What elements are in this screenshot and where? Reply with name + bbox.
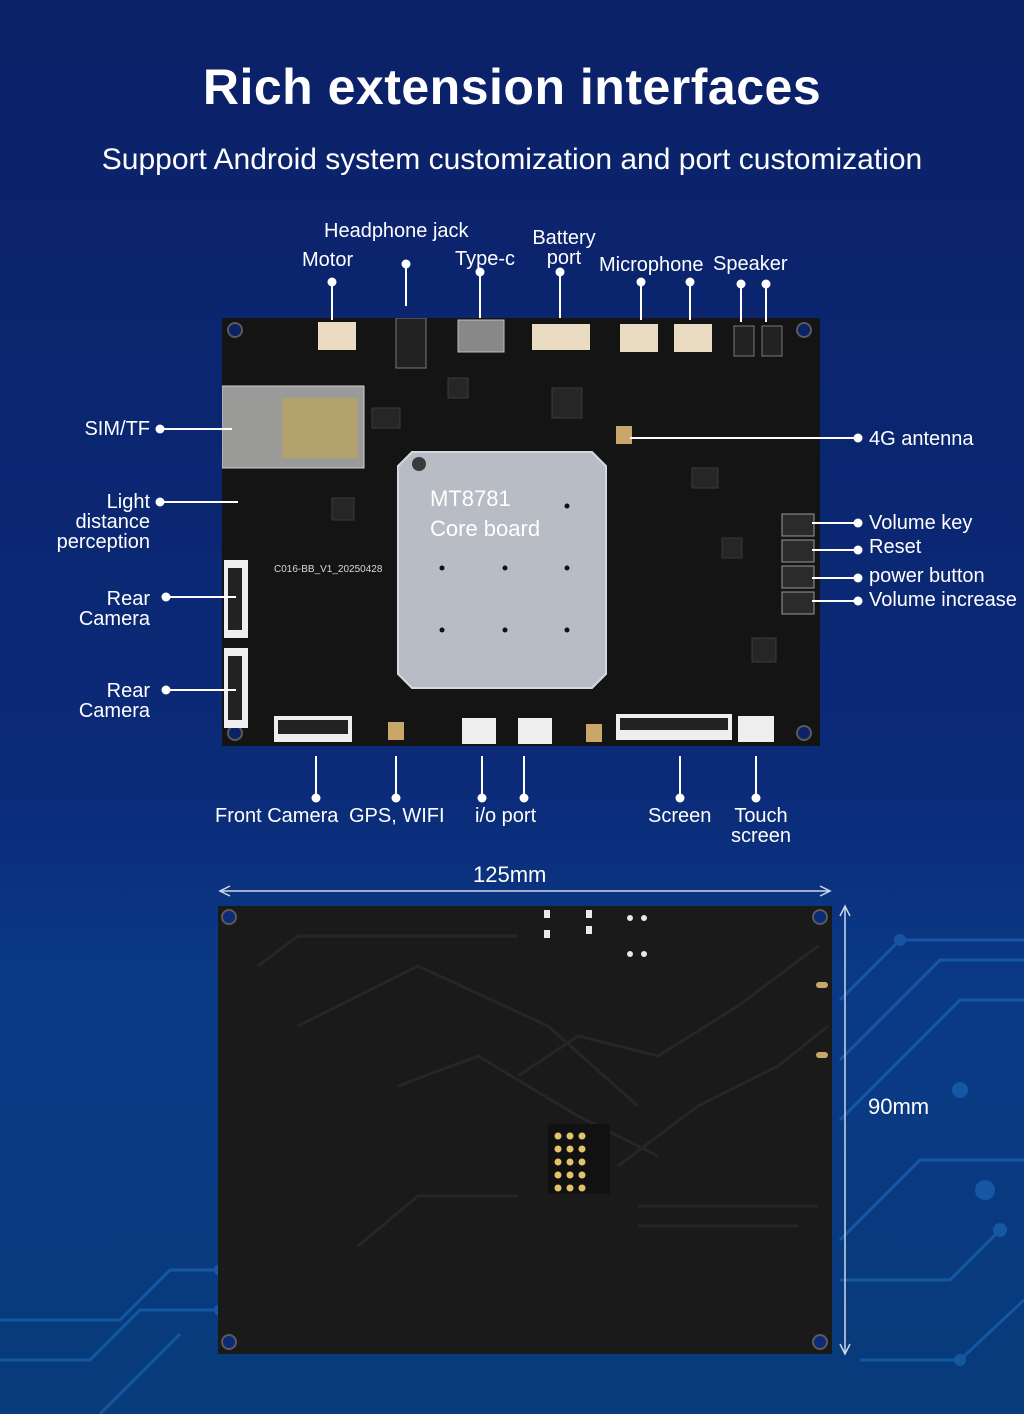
page-subtitle: Support Android system customization and… bbox=[101, 143, 923, 176]
label-speaker: Speaker bbox=[713, 253, 788, 275]
core-board-model: MT8781 bbox=[430, 486, 511, 511]
pcb-front: MT8781 Core board C016-BB_V1_20250428 bbox=[222, 318, 820, 746]
label-battery-port: Battery port bbox=[532, 227, 596, 269]
label-microphone: Microphone bbox=[599, 254, 704, 276]
label-sim-tf: SIM/TF bbox=[84, 418, 150, 440]
label-headphone-jack: Headphone jack bbox=[324, 220, 469, 242]
label-motor: Motor bbox=[302, 249, 354, 271]
callout-lines bbox=[0, 0, 1024, 870]
label-screen: Screen bbox=[648, 805, 712, 827]
label-light-distance: Light distance perception bbox=[56, 491, 150, 553]
label-volume-increase: Volume increase bbox=[869, 589, 1017, 611]
board-silkscreen: C016-BB_V1_20250428 bbox=[274, 564, 383, 575]
label-touch-screen: Touch screen bbox=[730, 805, 792, 847]
label-rear-camera-2: Rear Camera bbox=[78, 680, 150, 722]
label-volume-key: Volume key bbox=[869, 512, 973, 534]
label-type-c: Type-c bbox=[455, 248, 516, 270]
page-title: Rich extension interfaces bbox=[202, 59, 822, 115]
label-rear-camera-1: Rear Camera bbox=[78, 588, 150, 630]
pcb-back bbox=[218, 906, 832, 1354]
circuit-background bbox=[0, 934, 1024, 1414]
width-dimension-label: 125mm bbox=[473, 862, 547, 887]
motor-connector bbox=[318, 322, 356, 350]
dimension-arrows bbox=[218, 885, 851, 1356]
label-power-button: power button bbox=[869, 565, 985, 587]
label-gps-wifi: GPS, WIFI bbox=[349, 805, 445, 827]
label-reset: Reset bbox=[869, 536, 922, 558]
label-front-camera: Front Camera bbox=[215, 805, 339, 827]
label-io-port: i/o port bbox=[475, 805, 537, 827]
label-4g-antenna: 4G antenna bbox=[869, 428, 974, 450]
core-board-label: Core board bbox=[430, 516, 540, 541]
height-dimension-label: 90mm bbox=[868, 1094, 930, 1119]
